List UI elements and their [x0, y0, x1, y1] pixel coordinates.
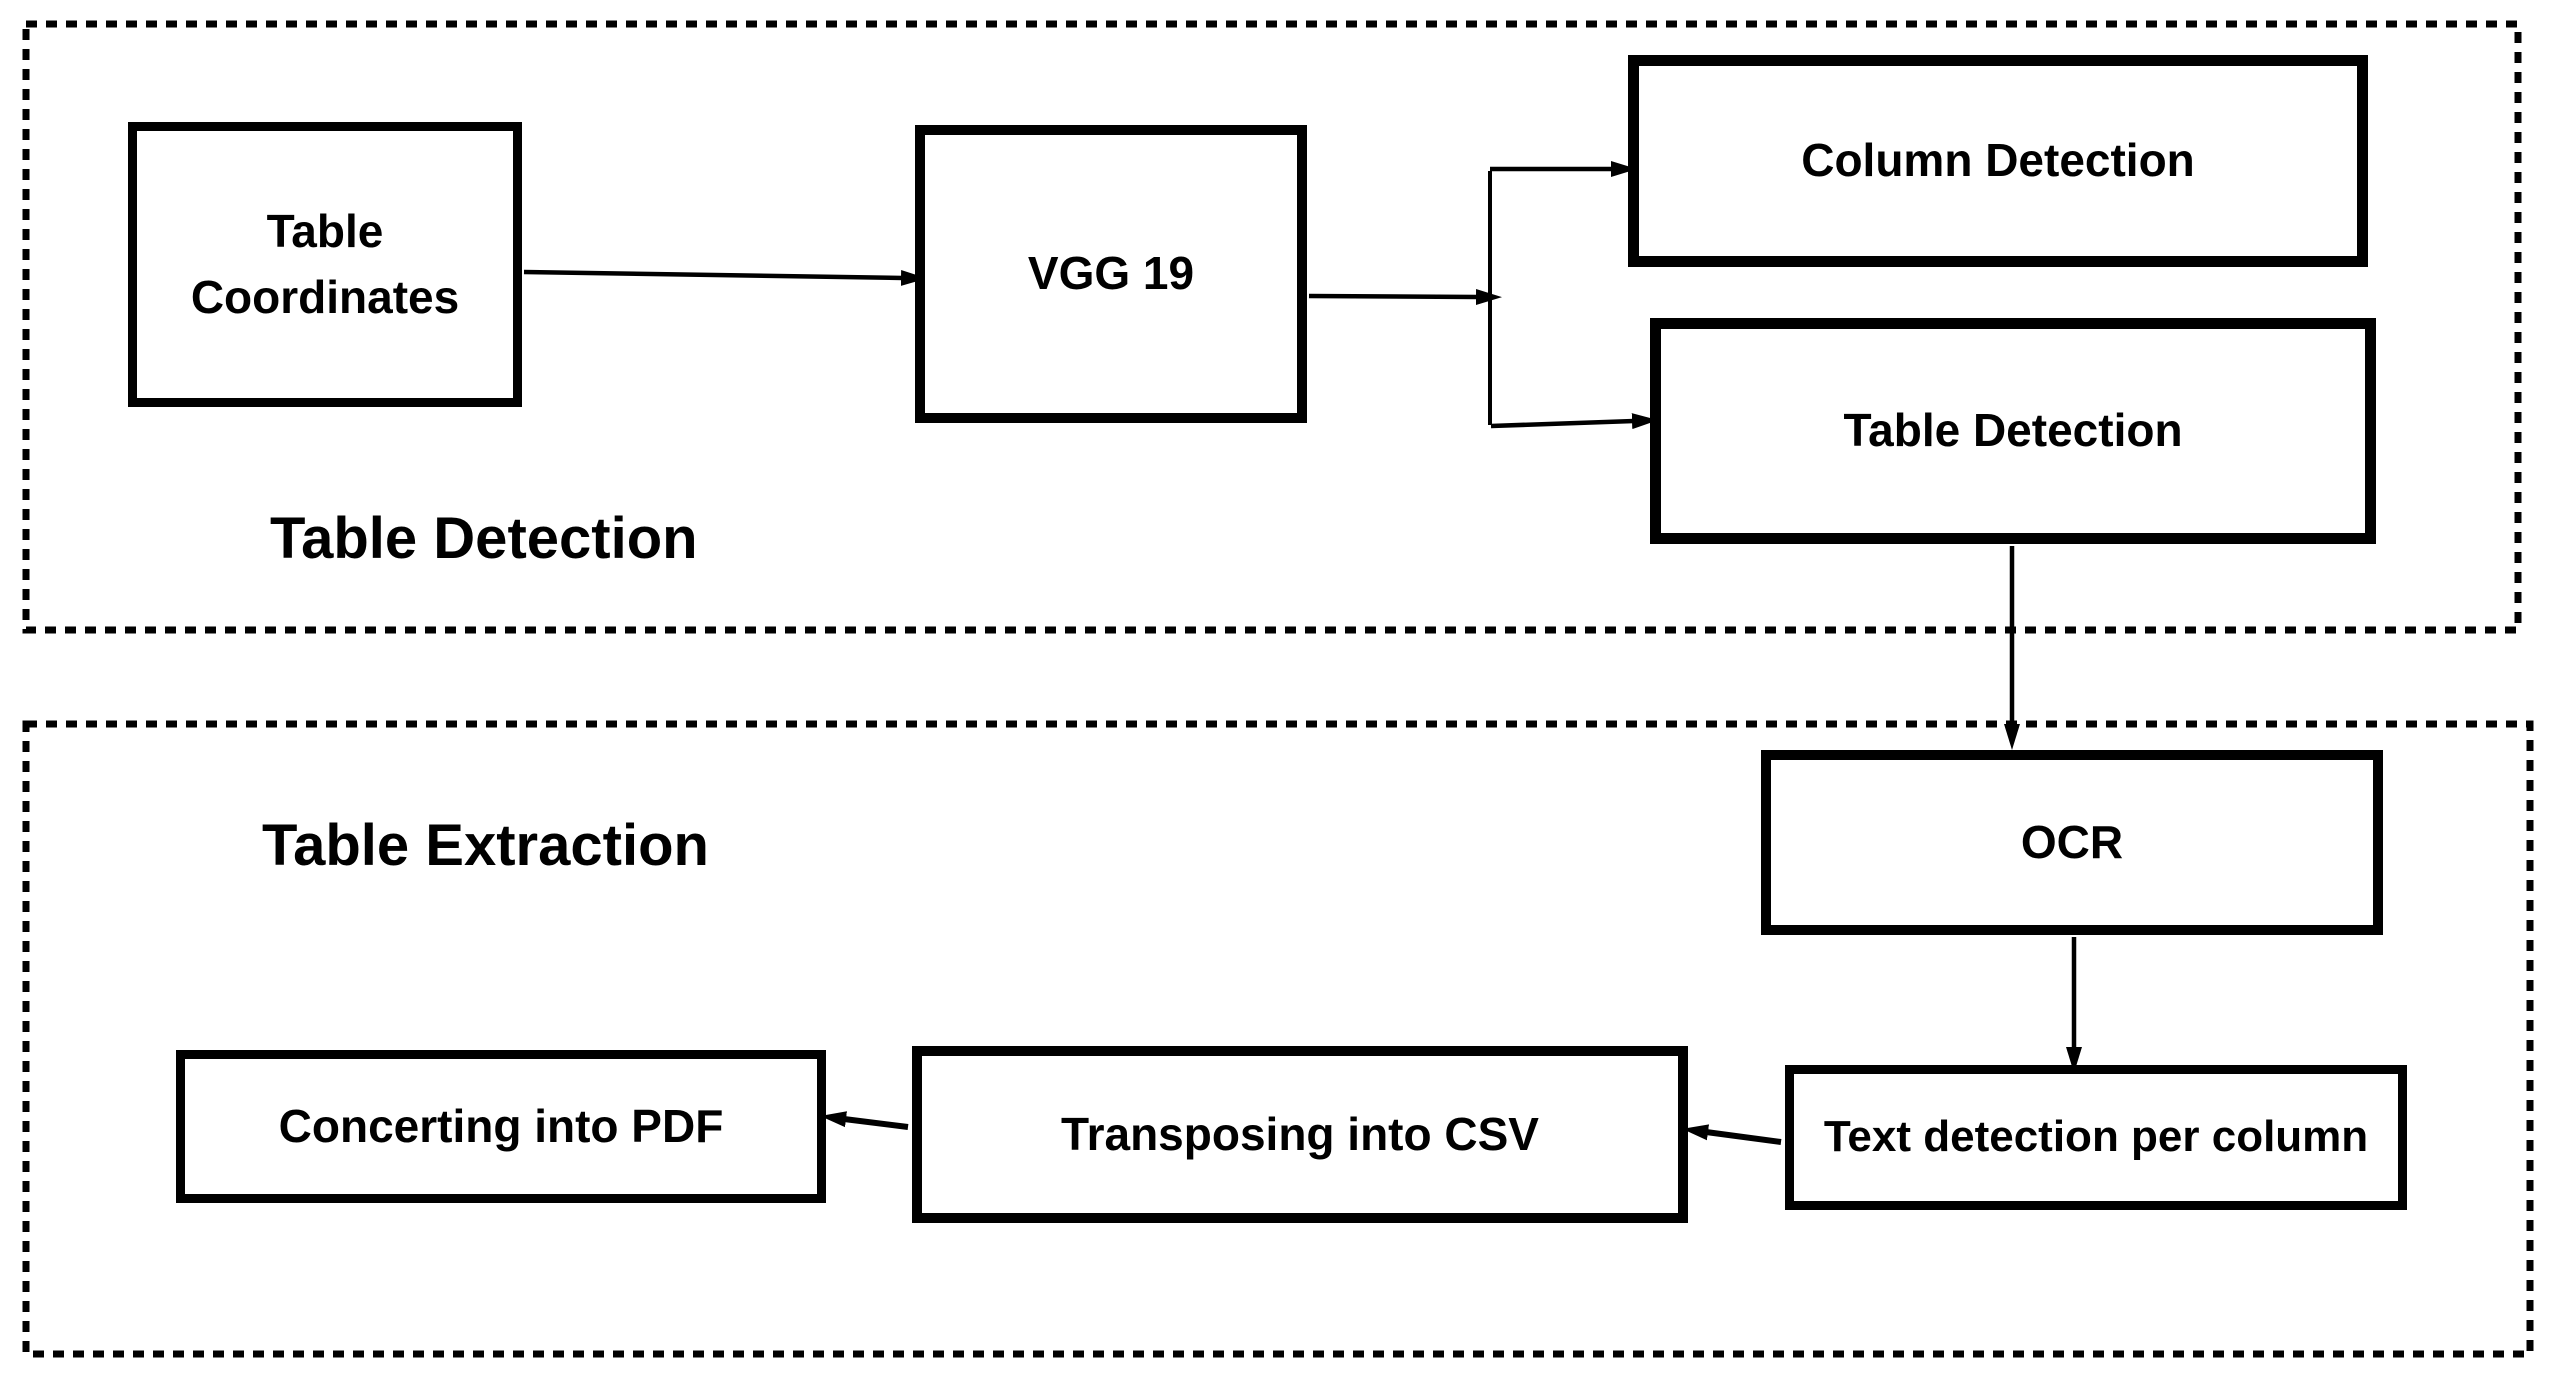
- node-concerting-into-pdf: Concerting into PDF: [176, 1050, 826, 1203]
- table-extraction-section-border: [22, 720, 2534, 1358]
- node-column-detection: Column Detection: [1628, 55, 2368, 267]
- edge-junction-to-table-detection: [1490, 413, 1658, 430]
- node-label: Text detection per column: [1823, 1112, 2369, 1162]
- node-label: Concerting into PDF: [278, 1099, 724, 1152]
- node-table-coordinates: Table Coordinates: [128, 122, 522, 407]
- section-label-table-detection: Table Detection: [270, 506, 698, 571]
- table-detection-section-border: [22, 20, 2522, 634]
- node-label: Table Detection: [1843, 404, 2183, 457]
- edge-vgg19-to-junction: [1308, 288, 1502, 305]
- node-label-line: Table: [266, 205, 384, 258]
- edge-text-detection-to-transposing: [1682, 1124, 1782, 1145]
- edge-table-coordinates-to-vgg19: [523, 269, 927, 286]
- node-label: Transposing into CSV: [1061, 1107, 1539, 1160]
- node-label: Column Detection: [1801, 134, 2195, 187]
- node-label: VGG 19: [1027, 247, 1195, 300]
- node-label: OCR: [2020, 815, 2124, 868]
- node-label-line: Coordinates: [190, 270, 460, 323]
- node-text-detection-per-column: Text detection per column: [1785, 1065, 2407, 1210]
- node-vgg-19: VGG 19: [915, 125, 1307, 423]
- section-label-table-extraction: Table Extraction: [262, 813, 709, 878]
- edge-transposing-to-concerting: [820, 1111, 909, 1130]
- node-ocr: OCR: [1761, 750, 2383, 935]
- node-transposing-into-csv: Transposing into CSV: [912, 1046, 1688, 1223]
- node-table-detection: Table Detection: [1650, 318, 2376, 544]
